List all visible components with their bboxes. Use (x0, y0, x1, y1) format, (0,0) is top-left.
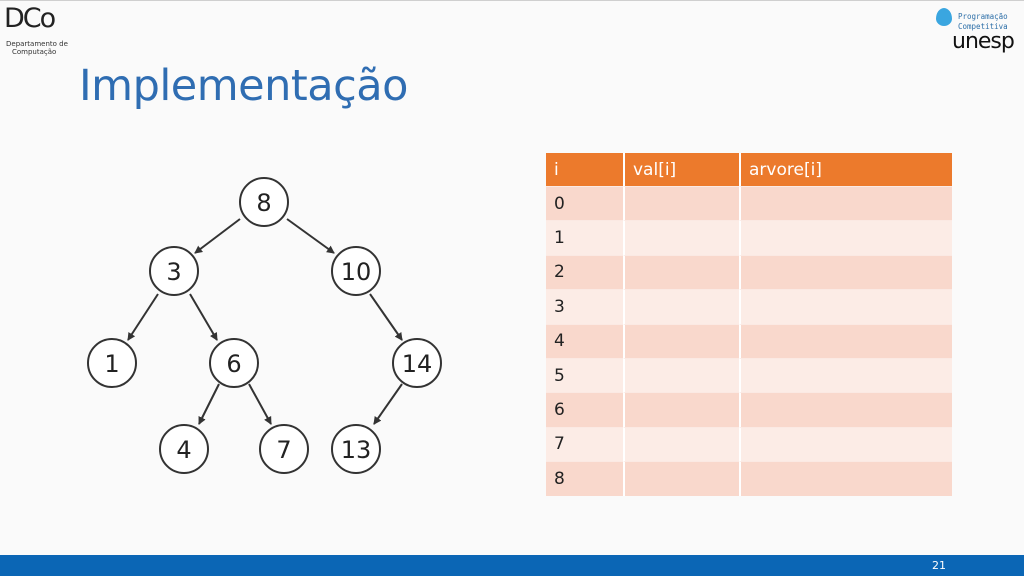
dco-logo-mark: DCo (4, 3, 56, 34)
pc-logo-line2: Competitiva (958, 22, 1008, 31)
row-index: 0 (546, 186, 623, 221)
header-arvore: arvore[i] (739, 153, 952, 186)
edge-10-14 (369, 293, 403, 341)
table-row: 7 (546, 426, 952, 462)
tree-node-3 (149, 246, 199, 296)
segment-tree-table: i val[i] arvore[i] 0 1 2 3 4 5 6 7 8 (546, 153, 952, 496)
arvore-cell (739, 186, 952, 221)
tree-node-label: 3 (166, 258, 181, 286)
val-cell (623, 426, 739, 462)
table-row: 3 (546, 289, 952, 324)
top-divider (0, 0, 1024, 1)
drop-icon (936, 8, 952, 26)
tree-node-1 (87, 338, 137, 388)
tree-node-7 (259, 424, 309, 474)
row-index: 7 (546, 426, 623, 462)
edge-14-13 (373, 383, 403, 425)
table-header-row: i val[i] arvore[i] (546, 153, 952, 186)
tree-node-label: 6 (226, 350, 241, 378)
edge-3-1 (127, 293, 159, 341)
tree-node-label: 13 (341, 436, 372, 464)
row-index: 6 (546, 392, 623, 427)
tree-node-label: 8 (256, 189, 271, 217)
val-cell (623, 289, 739, 324)
unesp-logo: Programação Competitiva unesp (936, 6, 1020, 54)
arvore-cell (739, 426, 952, 462)
dco-logo-line1: Departamento de (6, 40, 68, 48)
unesp-wordmark: unesp (952, 29, 1015, 54)
arvore-cell (739, 461, 952, 496)
table-row: 6 (546, 392, 952, 427)
edge-8-10 (286, 218, 335, 254)
tree-node-14 (392, 338, 442, 388)
arvore-cell (739, 289, 952, 324)
table-row: 1 (546, 220, 952, 255)
tree-node-13 (331, 424, 381, 474)
table-row: 5 (546, 357, 952, 393)
footer-bar: 21 (0, 555, 1024, 576)
row-index: 5 (546, 357, 623, 393)
arvore-cell (739, 220, 952, 255)
edge-3-6 (189, 293, 218, 341)
val-cell (623, 254, 739, 290)
edge-8-3 (194, 218, 241, 254)
pc-logo-line1: Programação (958, 12, 1008, 21)
val-cell (623, 323, 739, 358)
arvore-cell (739, 357, 952, 393)
tree-node-label: 7 (276, 436, 291, 464)
table-row: 0 (546, 186, 952, 221)
arvore-cell (739, 323, 952, 358)
val-cell (623, 392, 739, 427)
header-val: val[i] (623, 153, 739, 186)
edge-6-7 (248, 383, 272, 425)
row-index: 3 (546, 289, 623, 324)
tree-node-8 (239, 177, 289, 227)
tree-node-6 (209, 338, 259, 388)
table-row: 8 (546, 461, 952, 496)
val-cell (623, 186, 739, 221)
dco-logo-line2: Computação (12, 48, 57, 56)
tree-node-label: 4 (176, 436, 191, 464)
val-cell (623, 357, 739, 393)
row-index: 2 (546, 254, 623, 290)
table-row: 4 (546, 323, 952, 358)
tree-node-4 (159, 424, 209, 474)
arvore-cell (739, 254, 952, 290)
slide-title: Implementação (79, 61, 408, 111)
tree-node-label: 1 (104, 350, 119, 378)
val-cell (623, 220, 739, 255)
page-number: 21 (932, 559, 946, 572)
arvore-cell (739, 392, 952, 427)
tree-node-10 (331, 246, 381, 296)
tree-node-label: 14 (402, 350, 433, 378)
edge-6-4 (198, 383, 220, 425)
dco-logo: DCo Departamento de Computação (4, 3, 74, 57)
row-index: 1 (546, 220, 623, 255)
header-index: i (546, 153, 623, 186)
tree-node-label: 10 (341, 258, 372, 286)
val-cell (623, 461, 739, 496)
table-row: 2 (546, 254, 952, 290)
row-index: 8 (546, 461, 623, 496)
row-index: 4 (546, 323, 623, 358)
